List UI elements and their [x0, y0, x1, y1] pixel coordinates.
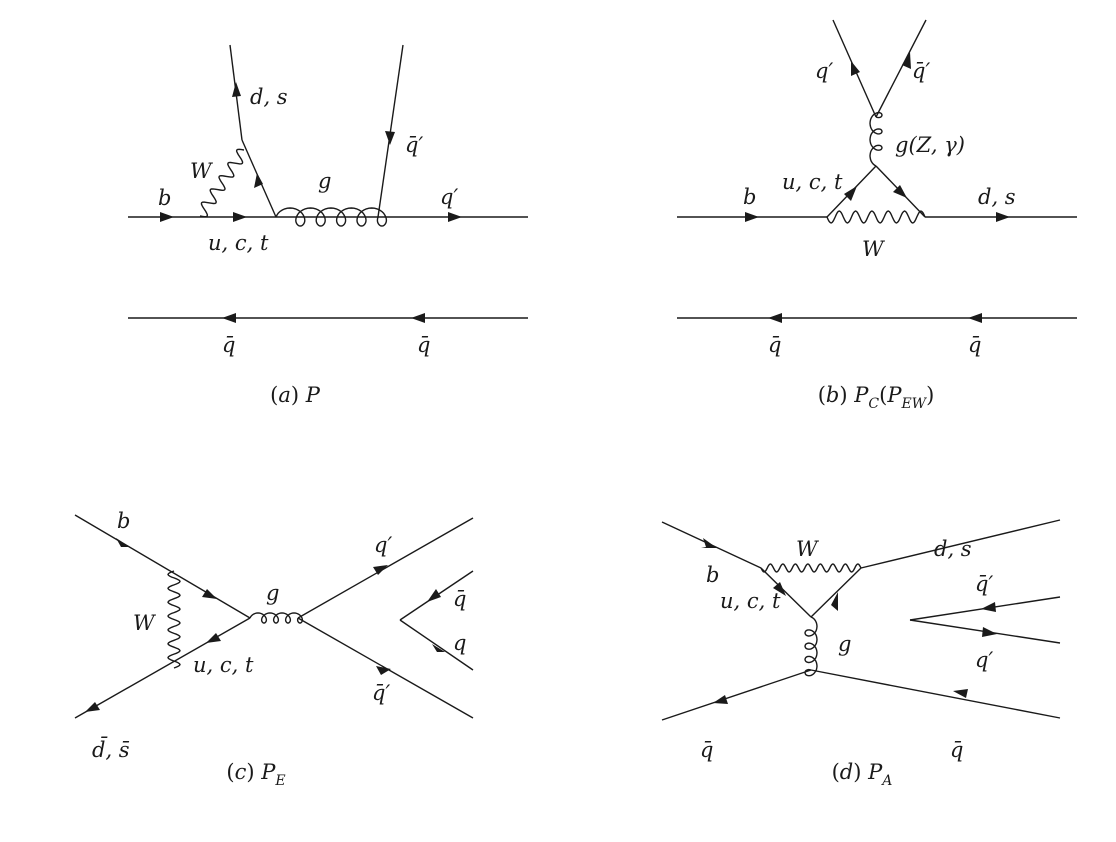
arrow [701, 538, 717, 548]
label-q: q [453, 631, 466, 655]
w-boson-propagator [167, 570, 181, 669]
label-W: W [862, 237, 886, 261]
arrow [202, 589, 217, 599]
label-g: g [266, 581, 279, 605]
label-qbarprime: q̄′ [405, 133, 423, 157]
arrow [233, 212, 247, 222]
diagram-b-color-suppressed-penguin: q′ q̄′ g(Z, γ) u, c, t b d, s W q̄ q̄ (b… [677, 19, 1077, 412]
arrow [981, 602, 996, 612]
arrow [953, 689, 968, 698]
arrow [85, 702, 100, 712]
label-qprime: q′ [440, 185, 458, 209]
label-uct: u, c, t [720, 589, 781, 613]
label-W: W [796, 537, 820, 561]
label-qbar-right: q̄ [950, 738, 963, 762]
caption-c: (c) PE [226, 760, 285, 789]
label-ds: d, s [978, 185, 1016, 209]
arrow [768, 313, 782, 323]
arrow [411, 313, 425, 323]
label-b: b [743, 185, 756, 209]
gluon-propagator [804, 616, 818, 677]
label-qprime: q′ [374, 533, 392, 557]
arrow [206, 633, 221, 643]
label-b: b [158, 186, 171, 210]
arrow [773, 582, 786, 596]
label-uct: u, c, t [193, 653, 254, 677]
label-qbar-right: q̄ [968, 333, 981, 357]
arrow [448, 212, 462, 222]
label-qbarprime: q̄′ [975, 572, 993, 596]
arrow [851, 61, 860, 76]
outgoing-ds-line [860, 519, 1061, 569]
diagram-c-penguin-exchange: b W g q′ q̄ q u, c, t q̄′ d̄, s̄ (c) PE [74, 509, 474, 789]
arrow [385, 131, 395, 145]
w-boson-propagator [199, 148, 245, 218]
label-qbar-left: q̄ [222, 333, 235, 357]
label-qprime: q′ [975, 648, 993, 672]
arrow [745, 212, 759, 222]
outgoing-qprime-line [297, 517, 474, 619]
arrow [893, 185, 907, 198]
arrow [427, 589, 441, 602]
arrow [982, 627, 997, 637]
caption-b: (b) PC(PEW) [818, 383, 935, 412]
gluon-z-photon-propagator [869, 111, 883, 167]
arrow [254, 173, 263, 188]
label-g: g [318, 169, 331, 193]
label-dbar-sbar: d̄, s̄ [92, 736, 130, 762]
arrow [222, 313, 236, 323]
w-boson-propagator [760, 563, 862, 573]
label-b: b [706, 563, 719, 587]
label-b: b [117, 509, 130, 533]
label-qbar-left: q̄ [700, 738, 713, 762]
q-line [399, 619, 474, 671]
incoming-b-line [74, 514, 251, 619]
caption-a: (a) P [270, 383, 321, 407]
label-qbar-left: q̄ [768, 333, 781, 357]
arrow [968, 313, 982, 323]
diagram-a-penguin: b W d, s u, c, t g q̄′ q′ q̄ q̄ (a) P [128, 44, 528, 407]
w-boson-propagator [826, 210, 926, 224]
caption-d: (d) PA [832, 760, 893, 789]
internal-quark-left [760, 567, 812, 618]
label-qbar: q̄ [453, 587, 466, 611]
arrow [844, 186, 857, 201]
label-ds: d, s [250, 85, 288, 109]
label-ds: d, s [934, 537, 972, 561]
label-gZgamma: g(Z, γ) [895, 133, 965, 157]
qbar-right-line [810, 669, 1061, 719]
label-qbar-right: q̄ [417, 333, 430, 357]
gluon-propagator [249, 612, 304, 624]
arrow [996, 212, 1010, 222]
label-W: W [133, 611, 157, 635]
internal-quark-right [810, 567, 862, 618]
gluon-propagator [275, 207, 388, 227]
arrow [115, 538, 130, 547]
outgoing-qbarprime-line [875, 19, 927, 118]
dbar-sbar-line [74, 617, 251, 719]
qbarprime-line [377, 44, 404, 218]
label-qbarprime: q̄′ [912, 59, 930, 83]
arrow [902, 52, 911, 69]
label-uct: u, c, t [782, 170, 843, 194]
label-qprime: q′ [815, 59, 833, 83]
diagram-d-penguin-annihilation: W d, s b u, c, t q̄′ g q′ q̄ q̄ (d) PA [661, 519, 1061, 789]
arrow [713, 695, 728, 704]
arrow [432, 644, 445, 652]
arrow [373, 565, 388, 575]
arrow [376, 666, 391, 675]
arrow [160, 212, 174, 222]
label-g: g [838, 632, 851, 656]
arrow [232, 82, 241, 97]
label-uct: u, c, t [208, 231, 269, 255]
label-qbarprime: q̄′ [372, 681, 390, 705]
label-W: W [190, 159, 214, 183]
qbar-left-line [661, 669, 812, 721]
arrow [831, 592, 838, 611]
